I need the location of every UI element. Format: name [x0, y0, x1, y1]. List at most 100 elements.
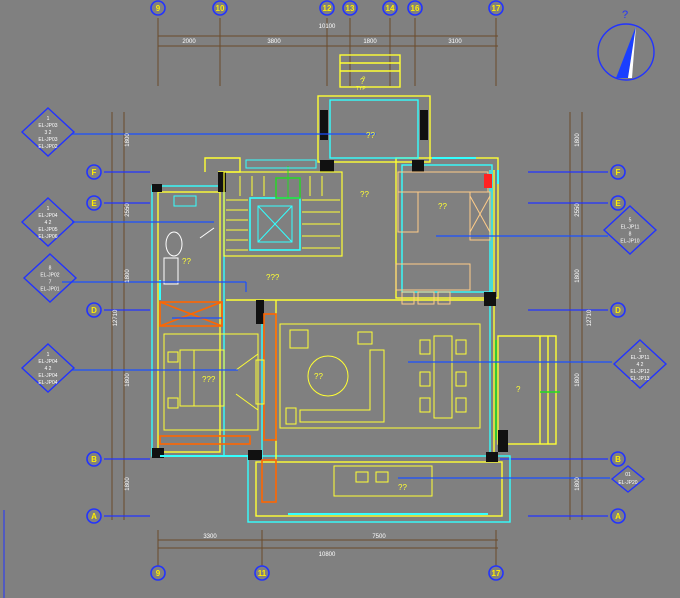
grid-bubble-top-9-label: 9	[156, 4, 161, 13]
room-label-bedroom: ???	[202, 375, 216, 384]
grid-bubble-left-F: F	[86, 164, 102, 180]
dim-top-total: 10100	[319, 24, 336, 30]
grid-bubble-top-12: 12	[319, 0, 335, 16]
grid-bubble-left-A: A	[86, 508, 102, 524]
elevation-tag-right-2-text: EL-JP20	[618, 480, 637, 486]
grid-bubble-left-D: D	[86, 302, 102, 318]
elevation-tag-left-3-text: 1	[47, 352, 50, 358]
dim-right-total: 12710	[587, 309, 593, 326]
grid-bubble-top-13-label: 13	[346, 4, 355, 13]
elevator-core	[223, 159, 343, 257]
grid-bubble-right-A: A	[610, 508, 626, 524]
grid-bubble-left-D-label: D	[91, 306, 97, 315]
elevation-tag-left-1-text: EL-JP06	[38, 234, 57, 240]
grid-bubble-left-B-label: B	[91, 455, 97, 464]
grid-bubble-top-13: 13	[342, 0, 358, 16]
elevation-tag-left-1-text: 4 2	[45, 220, 52, 226]
elevation-tag-left-0-text: EL-JP03	[38, 123, 57, 129]
grid-bubble-right-E-label: E	[615, 199, 621, 208]
grid-bubble-left-B: B	[86, 451, 102, 467]
grid-bubble-top-9: 9	[150, 0, 166, 16]
elevation-tag-right-0-text: 8	[629, 232, 632, 238]
dim-left-total: 12710	[113, 309, 119, 326]
elevation-tag-left-3-text: EL-JP04	[38, 380, 57, 386]
dim-left-seg-1: 2550	[125, 203, 131, 217]
bath-fixtures	[163, 195, 215, 285]
grid-bubble-left-F-label: F	[92, 168, 97, 177]
dim-top-seg-2: 1800	[363, 39, 377, 45]
room-label-entry: ??	[360, 190, 369, 199]
dim-right-seg-0: 1800	[575, 133, 581, 147]
dim-bottom-seg-1: 7500	[372, 534, 386, 540]
elevation-tag-right-1-text: EL-JP13	[630, 376, 649, 382]
grid-bubble-bottom-9: 9	[150, 565, 166, 581]
dim-left-seg-0: 1800	[125, 133, 131, 147]
elevation-tag-left-0-text: 3 2	[45, 130, 52, 136]
grid-bubble-top-14: 14	[382, 0, 398, 16]
grid-bubble-top-16-label: 16	[411, 4, 420, 13]
dim-top-seg-1: 3800	[267, 39, 281, 45]
grid-bubble-right-F-label: F	[616, 168, 621, 177]
elevation-tag-right-1-text: EL-JP11	[631, 355, 650, 361]
grid-bubble-top-10-label: 10	[216, 4, 225, 13]
room-label-balcony: ?	[516, 385, 521, 394]
leader-lines	[62, 133, 612, 479]
elevation-tag-left-2-text: EL-JP02	[40, 273, 59, 279]
grid-bubble-left-A-label: A	[91, 512, 97, 521]
grid-bubble-top-17-label: 17	[492, 4, 501, 13]
grid-bubble-right-E: E	[610, 195, 626, 211]
grid-bubble-right-D: D	[610, 302, 626, 318]
dim-right-seg-1: 2550	[575, 203, 581, 217]
dim-top-seg-3: 3100	[448, 39, 462, 45]
dim-left-seg-2: 1800	[125, 269, 131, 283]
dark-wall-blocks	[152, 110, 508, 462]
grid-bubble-bottom-17: 17	[488, 565, 504, 581]
room-label-kitchen: ??	[438, 202, 447, 211]
dim-left-seg-4: 1800	[125, 477, 131, 491]
dim-right-seg-3: 1800	[575, 373, 581, 387]
compass-label: ?	[622, 9, 628, 21]
grid-bubble-top-12-label: 12	[323, 4, 332, 13]
room-label-elevator-hall: ???	[266, 273, 280, 282]
elevation-tag-left-3-text: 4 2	[45, 366, 52, 372]
grid-bubble-top-17: 17	[488, 0, 504, 16]
grid-bubble-right-B-label: B	[615, 455, 621, 464]
dim-bottom-seg-0: 3300	[203, 534, 217, 540]
living-dining-furniture	[279, 323, 560, 497]
elevation-tag-left-3-text: EL-JP04	[38, 373, 57, 379]
grid-bubble-right-B: B	[610, 451, 626, 467]
elevation-tag-right-1-text: 1	[639, 348, 642, 354]
room-label-stair: ?	[360, 77, 365, 86]
dim-right-seg-4: 1800	[575, 477, 581, 491]
grid-bubble-bottom-9-label: 9	[156, 569, 161, 578]
bedroom-furniture	[163, 333, 265, 431]
walls	[151, 54, 557, 523]
top-note: ?	[362, 77, 366, 83]
room-label-bath: ??	[182, 257, 191, 266]
grid-bubble-bottom-11-label: 11	[258, 569, 267, 578]
elevation-tag-right-2-text: 01	[625, 472, 631, 478]
room-label-living: ??	[314, 372, 323, 381]
elevation-tag-right-0-text: EL-JP11	[621, 225, 640, 231]
grid-bubble-right-D-label: D	[615, 306, 621, 315]
elevation-tag-left-1-text: EL-JP04	[38, 213, 57, 219]
dim-right-seg-2: 1800	[575, 269, 581, 283]
grid-bubble-top-10: 10	[212, 0, 228, 16]
windows	[159, 157, 499, 515]
dim-bottom-total: 10800	[319, 552, 336, 558]
room-label-dining: ??	[398, 483, 407, 492]
elevation-tag-left-0-text: EL-JP02	[38, 144, 57, 150]
elevation-tag-left-0-text: EL-JP03	[38, 137, 57, 143]
elevation-tag-right-1-text: EL-JP12	[630, 369, 649, 375]
grid-bubble-left-E: E	[86, 195, 102, 211]
elevation-tag-left-1-text: EL-JP05	[38, 227, 57, 233]
room-label-lobby: ??	[366, 131, 375, 140]
dim-top-seg-0: 2000	[182, 39, 196, 45]
grid-bubble-left-E-label: E	[91, 199, 97, 208]
elevation-tag-left-1-text: 1	[47, 206, 50, 212]
